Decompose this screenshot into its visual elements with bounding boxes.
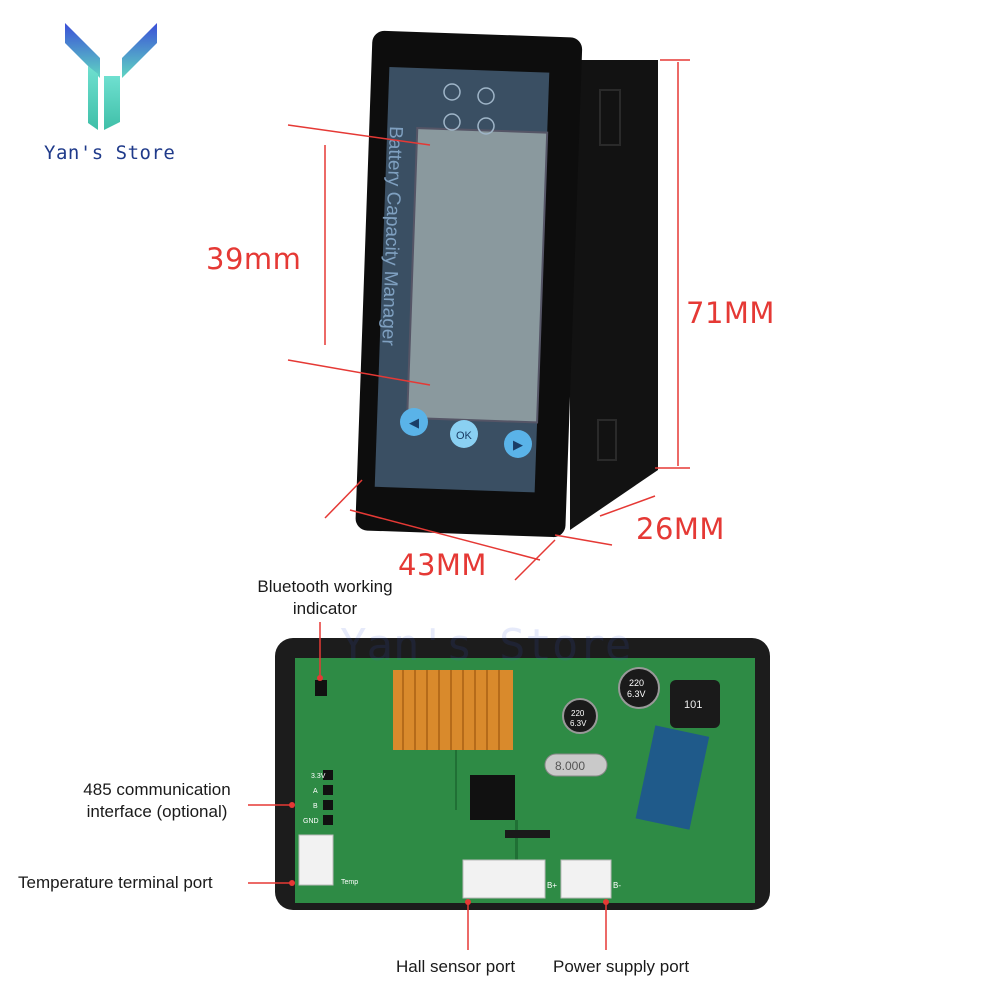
right-arrow-icon: ▶ xyxy=(513,437,523,452)
capacitor-1 xyxy=(618,667,660,709)
inductor xyxy=(670,680,720,728)
callout-lines xyxy=(248,622,609,950)
pin-3v3-label: 3.3V xyxy=(311,773,326,780)
temp-label: Temp xyxy=(341,879,358,886)
b-plus-label: B+ xyxy=(547,881,557,890)
b-minus-label: B- xyxy=(613,881,621,890)
capacitor-2-voltage: 6.3V xyxy=(570,719,587,728)
capacitor-1-label: 220 xyxy=(629,678,644,688)
store-name: Yan's Store xyxy=(44,142,176,164)
pin-gnd-label: GND xyxy=(303,818,319,825)
hall-sensor-callout: Hall sensor port xyxy=(396,957,516,976)
device-front-view: ◀ OK ▶ Battery Capacity Manager xyxy=(355,30,658,538)
dimension-lines xyxy=(287,59,690,581)
logo-icon xyxy=(65,23,157,130)
left-arrow-button[interactable] xyxy=(400,408,428,436)
inductor-label: 101 xyxy=(684,699,702,711)
temperature-port-connector xyxy=(298,834,334,886)
store-logo: Yan's Store xyxy=(40,18,180,168)
bluetooth-led xyxy=(315,680,327,696)
dimension-39mm: 39mm xyxy=(206,242,302,276)
bluetooth-callout-line1: Bluetooth working xyxy=(257,577,393,596)
power-supply-connector xyxy=(560,859,612,899)
mcu-chip xyxy=(470,775,515,820)
hall-sensor-connector xyxy=(462,859,546,899)
rs485-callout-line2: interface (optional) xyxy=(86,802,228,821)
crystal-label: 8.000 xyxy=(555,759,585,773)
temperature-callout: Temperature terminal port xyxy=(18,873,213,892)
pcb-back-view: 220 6.3V 220 6.3V 101 8.000 3.3V A B GND… xyxy=(275,638,770,910)
ok-label: OK xyxy=(456,430,473,442)
bluetooth-callout-line2: indicator xyxy=(292,599,358,618)
rs485-header xyxy=(323,770,333,825)
dimension-43mm: 43MM xyxy=(398,548,487,582)
dimension-71mm: 71MM xyxy=(686,296,775,330)
left-arrow-icon: ◀ xyxy=(409,415,419,430)
ok-button[interactable] xyxy=(450,420,478,448)
rs485-callout: 485 communication interface (optional) xyxy=(62,779,252,823)
crystal xyxy=(544,753,608,777)
electrolytic-capacitor xyxy=(635,725,710,830)
watermark-text: Yan's Store xyxy=(340,620,632,671)
capacitor-1-voltage: 6.3V xyxy=(627,689,646,699)
dimension-26mm: 26MM xyxy=(636,512,725,546)
indicator-icons xyxy=(443,83,495,135)
rs485-callout-line1: 485 communication xyxy=(83,780,231,799)
bluetooth-callout: Bluetooth working indicator xyxy=(240,576,410,620)
capacitor-2-label: 220 xyxy=(571,709,585,718)
power-supply-callout: Power supply port xyxy=(553,957,690,976)
pin-a-label: A xyxy=(313,788,318,795)
right-arrow-button[interactable] xyxy=(504,430,532,458)
capacitor-2 xyxy=(562,698,598,734)
pin-b-label: B xyxy=(313,803,318,810)
